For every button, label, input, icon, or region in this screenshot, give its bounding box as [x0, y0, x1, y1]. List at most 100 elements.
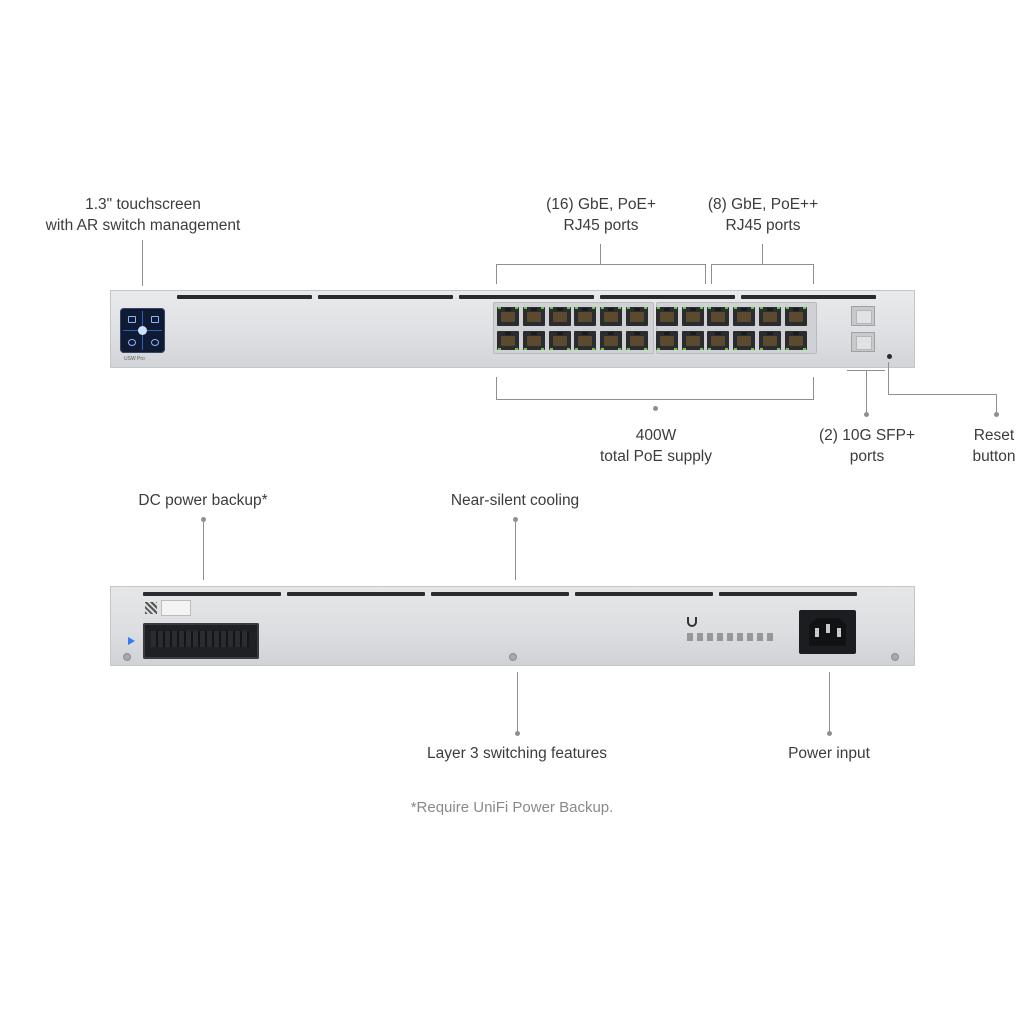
sfp-port-1[interactable] [851, 306, 875, 326]
switch-front-panel: USW Pro [110, 290, 915, 368]
vent [600, 295, 735, 299]
rj45-port[interactable] [626, 331, 648, 350]
dc-backup-label: DC power backup* [138, 492, 268, 509]
rj45-port[interactable] [784, 331, 807, 350]
reset-label-line1: Reset [973, 427, 1015, 444]
rj45-port[interactable] [655, 307, 678, 326]
port-led [601, 348, 605, 350]
vent [741, 295, 876, 299]
screw-icon [891, 653, 899, 661]
model-label: USW Pro [124, 356, 145, 362]
rj45-port[interactable] [626, 307, 648, 326]
rj45-port[interactable] [497, 307, 519, 326]
sfp-dot [864, 412, 869, 417]
rj45-port[interactable] [759, 331, 781, 350]
poe-plus-bracket-l [496, 264, 497, 284]
port-led [751, 307, 755, 309]
poe-supply-label: 400W total PoE supply [600, 425, 712, 467]
rj45-port[interactable] [707, 307, 730, 326]
rj45-port[interactable] [655, 331, 678, 350]
port-led [515, 307, 518, 309]
power-input-socket[interactable] [799, 610, 856, 654]
poe-plusplus-bracket-stem [762, 244, 763, 264]
rj45-port[interactable] [681, 331, 704, 350]
rj45-port[interactable] [600, 331, 623, 350]
touchscreen-label: 1.3" touchscreen with AR switch manageme… [46, 194, 241, 236]
poe-plusplus-label-line2: RJ45 ports [725, 217, 801, 234]
poe-plusplus-bracket-r [813, 264, 814, 284]
reset-button[interactable] [887, 354, 892, 359]
power-input-label: Power input [788, 745, 870, 762]
dc-power-backup-port[interactable] [143, 623, 259, 659]
cooling-label: Near-silent cooling [450, 492, 580, 509]
port-led [566, 307, 570, 309]
poe-supply-dot [653, 406, 658, 411]
port-led [708, 348, 712, 350]
port-led [592, 348, 596, 350]
poe-plusplus-ports-label: (8) GbE, PoE++ RJ45 ports [708, 194, 818, 236]
rj45-port[interactable] [574, 307, 597, 326]
port-led [644, 348, 647, 350]
port-led [734, 348, 738, 350]
touchscreen-display[interactable] [120, 308, 165, 353]
rj45-port[interactable] [681, 307, 704, 326]
rj45-port[interactable] [497, 331, 519, 350]
port-led [656, 348, 660, 350]
port-led [760, 348, 763, 350]
port-led [802, 348, 806, 350]
port-led [601, 307, 605, 309]
rj45-port[interactable] [600, 307, 623, 326]
vent [318, 295, 453, 299]
rj45-port[interactable] [707, 331, 730, 350]
rj45-port[interactable] [733, 331, 756, 350]
vent [719, 592, 857, 596]
touchscreen-center-icon [138, 326, 147, 335]
poe-supply-line2: total PoE supply [599, 448, 713, 465]
sfp-port-2[interactable] [851, 332, 875, 352]
port-led [699, 307, 703, 309]
power-icon [128, 339, 136, 346]
reset-dot [994, 412, 999, 417]
vent [431, 592, 569, 596]
port-led [575, 348, 579, 350]
port-led [566, 348, 570, 350]
port-led [498, 307, 501, 309]
layer3-dot [515, 731, 520, 736]
rj45-port[interactable] [548, 331, 571, 350]
port-led [802, 307, 806, 309]
poe-supply-line1: 400W [635, 427, 677, 444]
poe-plusplus-bracket-l [711, 264, 712, 284]
ubiquiti-logo-icon [687, 617, 697, 627]
rj45-port[interactable] [522, 307, 545, 326]
rj45-port[interactable] [733, 307, 756, 326]
dc-backup-dot [201, 517, 206, 522]
qr-code [145, 602, 157, 614]
screw-icon [123, 653, 131, 661]
port-led [673, 307, 677, 309]
touchscreen-label-line2: with AR switch management [45, 217, 241, 234]
screen-icon [128, 316, 136, 323]
poe-plus-ports-label: (16) GbE, PoE+ RJ45 ports [546, 194, 656, 236]
switch-back-panel [110, 586, 915, 666]
rj45-port[interactable] [522, 331, 545, 350]
port-led [592, 307, 596, 309]
rj45-port[interactable] [574, 331, 597, 350]
port-led [627, 307, 630, 309]
port-led [540, 307, 544, 309]
poe-plus-label-line1: (16) GbE, PoE+ [546, 196, 656, 213]
dc-backup-leader [203, 520, 204, 580]
port-led [627, 348, 630, 350]
footnote: *Require UniFi Power Backup. [410, 799, 614, 816]
port-led [515, 348, 518, 350]
touchscreen-leader [142, 240, 143, 286]
settings-icon [151, 339, 159, 346]
port-led [549, 348, 553, 350]
reset-leader-h [888, 394, 996, 395]
port-led [725, 307, 729, 309]
port-led [760, 307, 763, 309]
rj45-port[interactable] [784, 307, 807, 326]
rj45-port[interactable] [548, 307, 571, 326]
rj45-port[interactable] [759, 307, 781, 326]
vent [177, 295, 312, 299]
port-led [644, 307, 647, 309]
